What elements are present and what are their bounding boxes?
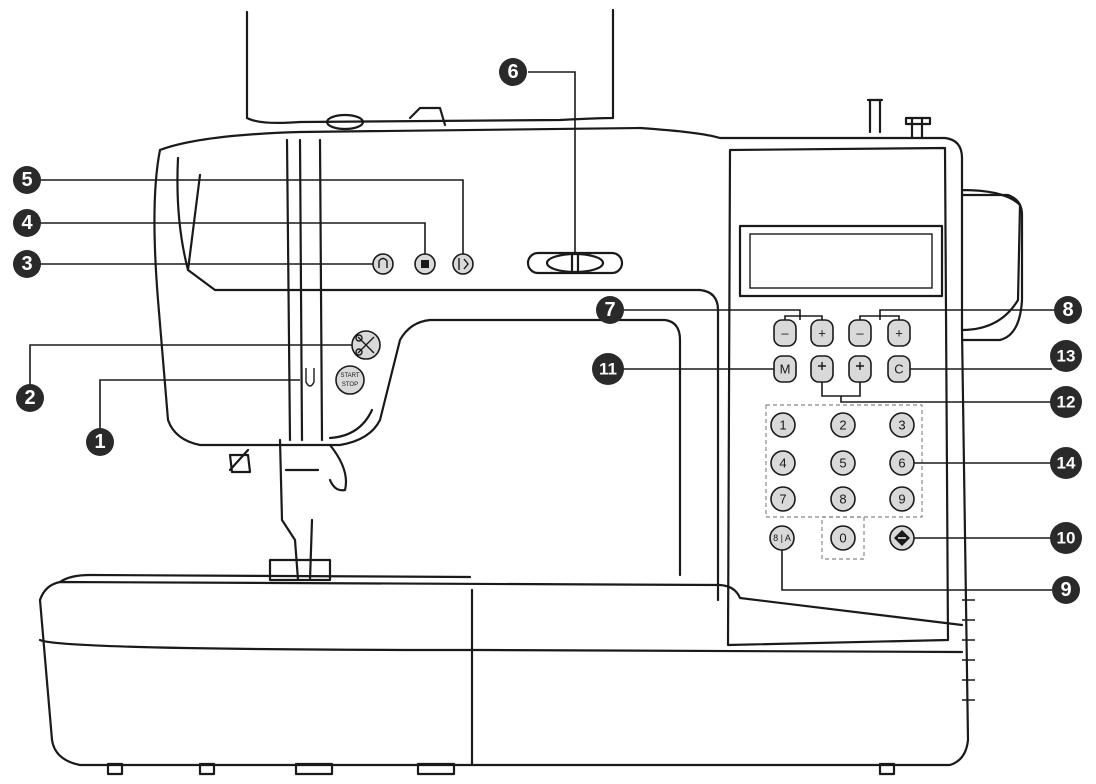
digit-key-0[interactable]: 0	[830, 525, 856, 551]
svg-text:C: C	[894, 362, 903, 377]
digit-key-5[interactable]: 5	[830, 450, 856, 476]
svg-text:1: 1	[779, 418, 786, 433]
svg-text:6: 6	[507, 61, 518, 83]
stitch-width-plus-button[interactable]: +	[887, 319, 911, 347]
callout-3: 3	[13, 250, 41, 278]
stitch-length-plus-button[interactable]: +	[810, 319, 834, 347]
callout-13: 13	[1050, 340, 1082, 372]
svg-text:9: 9	[1060, 579, 1071, 601]
callout-6: 6	[499, 58, 527, 86]
digit-key-6[interactable]: 6	[889, 450, 915, 476]
edit-left-button[interactable]	[810, 355, 834, 383]
callout-9: 9	[1052, 576, 1080, 604]
digit-key-1[interactable]: 1	[770, 412, 796, 438]
svg-text:7: 7	[604, 299, 615, 321]
callout-4: 4	[13, 209, 41, 237]
thread-cutter-button[interactable]	[351, 330, 381, 360]
svg-text:2: 2	[839, 418, 846, 433]
digit-key-7[interactable]: 7	[770, 486, 796, 512]
svg-text:3: 3	[898, 418, 905, 433]
reverse-button[interactable]	[372, 253, 394, 275]
direct-pattern-button[interactable]	[889, 525, 915, 551]
edit-right-button[interactable]	[848, 355, 872, 383]
svg-text:6: 6	[898, 456, 905, 471]
svg-text:8 | A: 8 | A	[773, 533, 791, 543]
stitch-length-minus-button[interactable]: –	[773, 319, 797, 347]
clear-button[interactable]: C	[887, 355, 911, 383]
digit-key-4[interactable]: 4	[770, 450, 796, 476]
digit-key-9[interactable]: 9	[889, 486, 915, 512]
svg-text:8: 8	[1062, 299, 1073, 321]
svg-text:5: 5	[21, 169, 32, 191]
svg-text:–: –	[781, 326, 789, 341]
svg-text:11: 11	[599, 360, 617, 379]
needle-position-icon	[305, 368, 315, 387]
callout-1: 1	[86, 428, 114, 456]
svg-text:14: 14	[1057, 454, 1076, 473]
svg-text:4: 4	[779, 456, 786, 471]
callout-14: 14	[1050, 447, 1082, 479]
callout-7: 7	[596, 296, 624, 324]
leader-lines	[29, 71, 1055, 591]
callout-5: 5	[13, 166, 41, 194]
start-stop-button[interactable]: START STOP	[335, 365, 365, 395]
svg-text:+: +	[818, 326, 826, 341]
svg-text:–: –	[856, 326, 864, 341]
digit-key-3[interactable]: 3	[889, 412, 915, 438]
callout-10: 10	[1050, 522, 1082, 554]
start-label: START	[340, 373, 359, 379]
digit-key-2[interactable]: 2	[830, 412, 856, 438]
stop-label: STOP	[342, 382, 358, 388]
memory-button[interactable]: M	[773, 355, 797, 383]
svg-text:1: 1	[94, 431, 105, 453]
svg-text:0: 0	[839, 531, 846, 546]
svg-text:8: 8	[839, 492, 846, 507]
svg-text:10: 10	[1057, 529, 1076, 548]
callout-11: 11	[592, 353, 624, 385]
svg-text:4: 4	[21, 212, 33, 234]
callout-8: 8	[1054, 296, 1082, 324]
digit-key-8[interactable]: 8	[830, 486, 856, 512]
mode-select-button[interactable]: 8 | A	[769, 525, 795, 551]
svg-text:M: M	[780, 362, 791, 377]
needle-up-down-button[interactable]	[414, 253, 436, 275]
svg-text:12: 12	[1057, 393, 1076, 412]
callout-2: 2	[16, 384, 44, 412]
stitch-width-minus-button[interactable]: –	[848, 319, 872, 347]
svg-text:13: 13	[1057, 347, 1076, 366]
svg-text:3: 3	[21, 253, 32, 275]
auto-lock-button[interactable]	[452, 253, 474, 275]
svg-text:5: 5	[839, 456, 846, 471]
svg-text:+: +	[895, 326, 903, 341]
svg-text:7: 7	[779, 492, 786, 507]
machine-body	[38, 8, 1024, 776]
svg-text:2: 2	[24, 387, 35, 409]
svg-text:9: 9	[898, 492, 905, 507]
callout-12: 12	[1050, 386, 1082, 418]
